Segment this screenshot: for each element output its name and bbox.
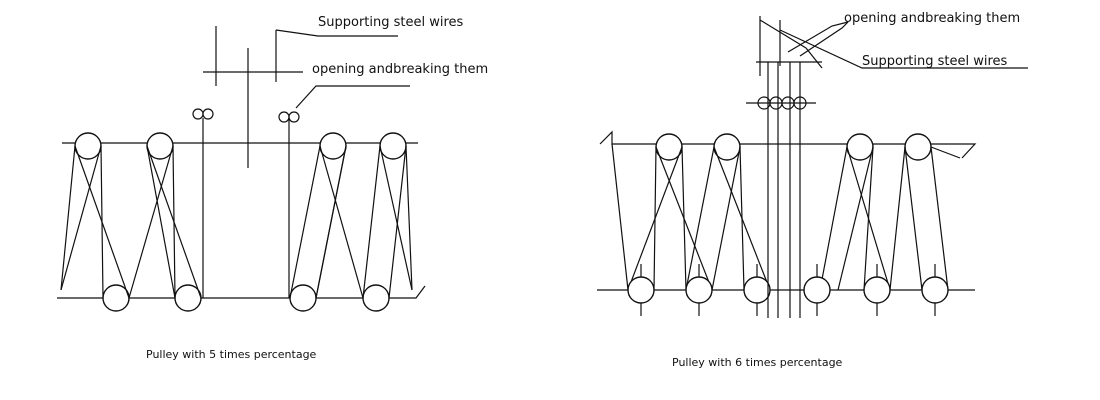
leader-line-supporting: [779, 29, 1028, 69]
pulley-6-times-diagram: opening andbreaking them Supporting stee…: [597, 11, 1028, 369]
bottom-pulley: [685, 264, 713, 316]
top-pulley: [146, 132, 174, 160]
bottom-pulley: [102, 284, 130, 312]
top-pulley: [379, 132, 407, 160]
bottom-pulley: [362, 284, 390, 312]
pulley-5-times-diagram: Supporting steel wires opening andbreaki…: [57, 15, 488, 361]
label-supporting-steel-wires: Supporting steel wires: [862, 54, 1008, 69]
caption-pulley-6-times: Pulley with 6 times percentage: [672, 356, 843, 369]
label-supporting-steel-wires: Supporting steel wires: [318, 15, 464, 30]
wire-clamp: [192, 108, 214, 120]
bottom-pulley: [289, 284, 317, 312]
supporting-steel-wires: [756, 16, 823, 76]
caption-pulley-5-times: Pulley with 5 times percentage: [146, 348, 317, 361]
bottom-pulley: [743, 264, 771, 316]
supporting-steel-wires: [203, 26, 303, 168]
rope-reeving: [611, 143, 961, 291]
leader-line-opening: [787, 21, 849, 53]
rope-reeving: [60, 145, 413, 299]
wire-clamp-row: [746, 96, 816, 110]
leader-line-supporting: [275, 29, 398, 37]
top-pulley: [846, 133, 874, 161]
top-pulley: [319, 132, 347, 160]
bottom-pulley: [174, 284, 202, 312]
center-wires: [767, 62, 801, 318]
bottom-pulley: [803, 264, 831, 316]
leader-line-opening: [295, 85, 410, 109]
top-pulley: [74, 132, 102, 160]
bottom-pulley: [863, 264, 891, 316]
label-opening-breaking: opening andbreaking them: [312, 62, 488, 77]
label-opening-breaking: opening andbreaking them: [844, 11, 1020, 26]
wire-clamp: [278, 111, 300, 123]
leader-line-opening: [799, 21, 849, 57]
top-pulley: [904, 133, 932, 161]
bottom-pulley: [627, 264, 655, 316]
bottom-pulley: [921, 264, 949, 316]
